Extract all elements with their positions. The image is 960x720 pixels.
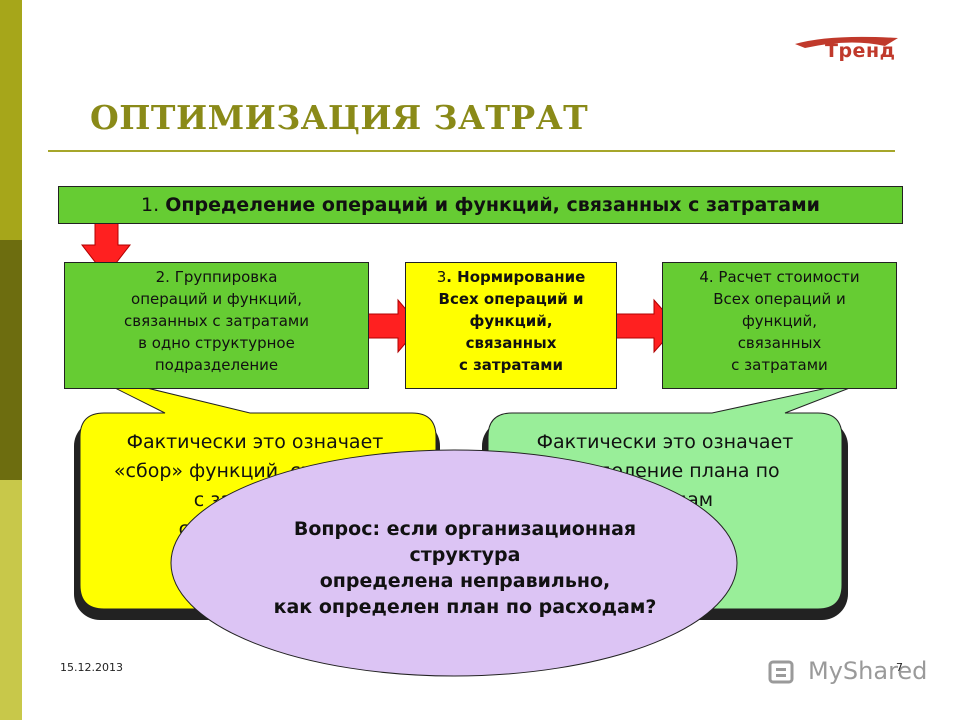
step-3-line: . Нормирование <box>446 268 586 286</box>
side-bar-bottom <box>0 480 22 720</box>
question-line: определена неправильно, <box>319 570 611 592</box>
logo-text: Тренд <box>825 40 896 62</box>
myshared-logo-icon <box>768 660 794 684</box>
title-divider <box>48 150 895 152</box>
step-2-line: связанных с затратами <box>123 312 309 330</box>
step-2-line: подразделение <box>154 356 279 374</box>
question-text: Вопрос: если организационная структура о… <box>200 516 730 620</box>
side-bar-middle <box>0 240 22 480</box>
step-4-line: связанных <box>737 334 822 352</box>
question-line: как определен план по расходам? <box>273 596 657 618</box>
step-4-line: Всех операций и <box>713 290 846 308</box>
step-3-line: связанных <box>465 334 557 352</box>
step-2-line: 2. Группировка <box>155 268 278 286</box>
callout-left-line: Фактически это означает <box>126 431 384 453</box>
step-3-line: с затратами <box>458 356 564 374</box>
slide-date: 15.12.2013 <box>60 661 123 674</box>
page-title: ОПТИМИЗАЦИЯ ЗАТРАТ <box>90 98 589 137</box>
step-4-line: 4. Расчет стоимости <box>699 268 860 286</box>
step-1-text: Определение операций и функций, связанны… <box>165 194 820 216</box>
step-4-line: с затратами <box>731 356 828 374</box>
step-4-box: 4. Расчет стоимости Всех операций и функ… <box>662 262 897 389</box>
slide-number: 7 <box>896 661 903 674</box>
question-ellipse <box>170 449 738 677</box>
step-3-number: 3 <box>436 268 447 286</box>
step-4-line: функций, <box>741 312 818 330</box>
question-line: Вопрос: если организационная <box>293 518 637 540</box>
callout-right-line: Фактически это означает <box>536 431 794 453</box>
step-3-line: функций, <box>469 312 553 330</box>
watermark-text: MyShared <box>808 657 928 685</box>
step-1-box: 1. Определение операций и функций, связа… <box>58 186 903 224</box>
step-2-line: в одно структурное <box>138 334 295 352</box>
step-1-number: 1. <box>141 194 160 216</box>
step-3-box: 3. Нормирование Всех операций и функций,… <box>405 262 617 389</box>
step-2-box: 2. Группировка операций и функций, связа… <box>64 262 369 389</box>
trend-logo-icon <box>795 36 898 48</box>
step-2-line: операций и функций, <box>131 290 302 308</box>
question-line: структура <box>409 544 521 566</box>
step-3-line: Всех операций и <box>438 290 584 308</box>
side-bar-top <box>0 0 22 240</box>
